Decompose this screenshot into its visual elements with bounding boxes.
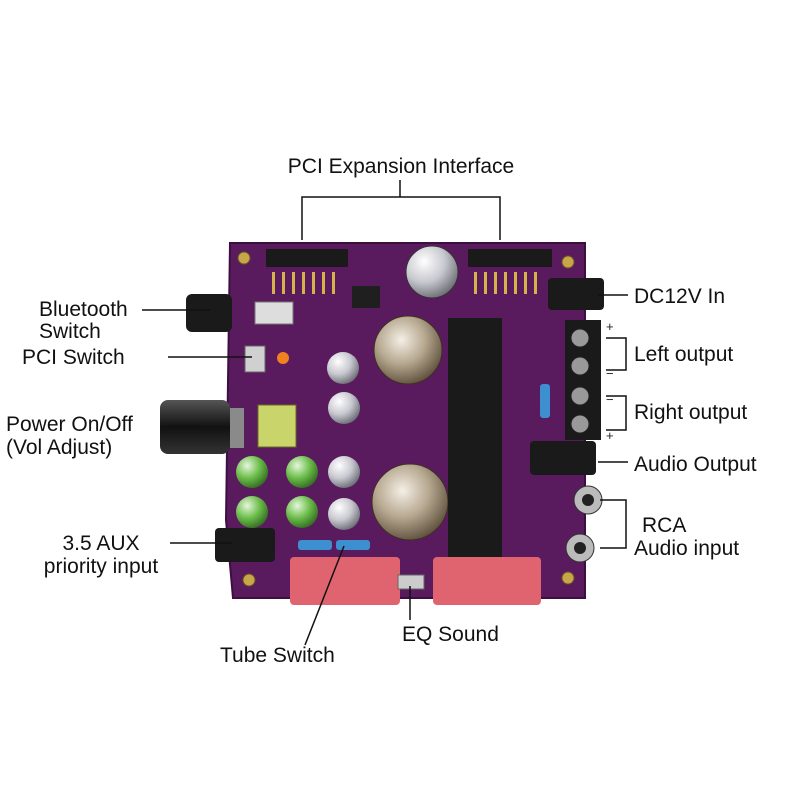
- main-capacitor: [405, 245, 459, 299]
- mounting-holes: [237, 251, 575, 587]
- leader-lines: [142, 180, 628, 646]
- label-tube-switch: Tube Switch: [220, 644, 335, 667]
- label-aux-line1: 3.5 AUX: [62, 532, 140, 555]
- eq-switch-body: [397, 574, 425, 590]
- terminal-sign-2: −: [606, 366, 614, 381]
- label-power-line1: Power On/Off: [6, 413, 133, 436]
- label-rca-line1: RCA: [642, 514, 687, 537]
- label-pci-switch: PCI Switch: [22, 346, 125, 369]
- red-capacitor-left: [290, 557, 400, 605]
- label-left-output: Left output: [634, 343, 734, 366]
- vacuum-tube-bottom: [371, 463, 449, 541]
- audio-output-jack: [530, 441, 596, 475]
- green-capacitors: [236, 456, 318, 528]
- ic-chip: [352, 286, 380, 308]
- vacuum-tube-top: [373, 315, 443, 385]
- red-capacitor-right: [433, 557, 541, 605]
- label-power-line2: (Vol Adjust): [6, 436, 113, 459]
- pci-switch-body: [244, 345, 266, 373]
- aux-jack: [215, 528, 275, 562]
- speaker-terminal-block: [565, 320, 601, 440]
- blue-resistors: [298, 384, 550, 550]
- silver-capacitors: [327, 352, 360, 530]
- bluetooth-jack: [186, 294, 232, 332]
- power-knob: [160, 400, 230, 454]
- label-dc-in: DC12V In: [634, 285, 726, 308]
- label-audio-output: Audio Output: [634, 453, 757, 476]
- output-transformer: [448, 318, 502, 568]
- terminal-sign-1: +: [606, 319, 614, 334]
- label-bluetooth-switch-line1: Bluetooth: [39, 298, 128, 321]
- terminal-sign-3: −: [606, 392, 614, 407]
- label-pci-expansion: PCI Expansion Interface: [287, 155, 515, 178]
- terminal-sign-4: +: [606, 428, 614, 443]
- label-eq-sound: EQ Sound: [402, 623, 499, 646]
- bluetooth-switch-body: [254, 301, 294, 325]
- pci-header-left: [266, 249, 348, 294]
- label-aux-line2: priority input: [43, 555, 159, 578]
- pci-header-right: [468, 249, 552, 294]
- label-right-output: Right output: [634, 401, 748, 424]
- label-rca-line2: Audio input: [634, 537, 740, 560]
- dc-jack: [548, 278, 604, 310]
- label-bluetooth-switch-line2: Switch: [39, 320, 101, 343]
